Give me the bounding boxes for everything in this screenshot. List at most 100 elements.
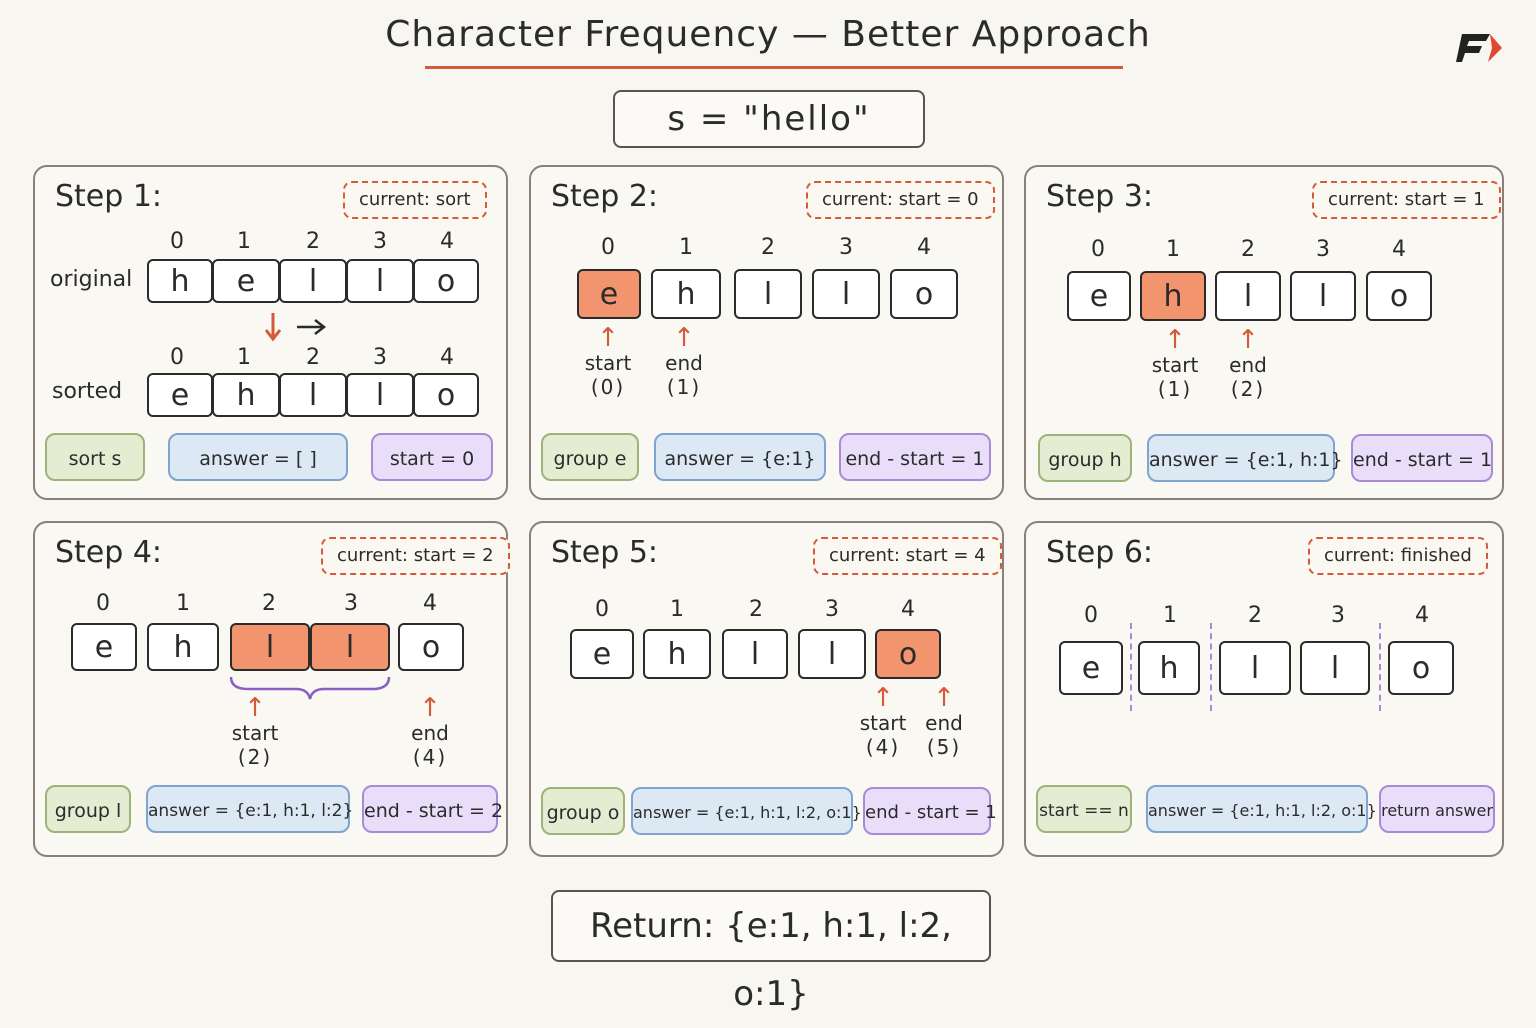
current-badge: current: start = 1 — [1312, 181, 1501, 219]
state-pill: end - start = 1 — [1351, 434, 1493, 482]
array-cell: l — [722, 629, 788, 679]
current-badge: current: start = 2 — [321, 537, 510, 575]
index-label: 2 — [306, 229, 320, 254]
state-pill: end - start = 1 — [863, 787, 997, 835]
array-cell: h — [147, 623, 219, 671]
index-label: 1 — [237, 229, 251, 254]
array-cell: o — [413, 259, 479, 303]
pointer-label: start — [231, 721, 279, 745]
index-label: 2 — [262, 591, 276, 616]
index-label: 4 — [1392, 237, 1406, 262]
step-3-panel: Step 3: current: start = 1 0 1 2 3 4 e h… — [1024, 165, 1504, 500]
start-pointer: ↑ start (2) — [232, 695, 279, 769]
index-label: 3 — [839, 235, 853, 260]
up-arrow-icon: ↑ — [673, 323, 695, 353]
end-pointer: ↑ end (2) — [1229, 327, 1267, 401]
up-arrow-icon: ↑ — [872, 683, 894, 713]
sorted-label: sorted — [52, 379, 123, 404]
array-cell: e — [1059, 641, 1123, 695]
group-divider — [1130, 623, 1132, 711]
action-pill: group l — [45, 785, 131, 833]
index-label: 2 — [761, 235, 775, 260]
array-cell: e — [71, 623, 137, 671]
up-arrow-icon: ↑ — [1237, 325, 1259, 355]
state-pill: return answer — [1379, 785, 1495, 833]
state-pill: start = 0 — [371, 433, 493, 481]
pointer-value: (2) — [1230, 377, 1266, 401]
result-box: Return: {e:1, h:1, l:2, o:1} — [551, 890, 991, 1014]
current-badge: current: start = 0 — [806, 181, 995, 219]
array-cell: l — [1300, 641, 1370, 695]
array-cell: l — [734, 269, 802, 319]
step-title: Step 2: — [551, 179, 659, 214]
array-cell: e — [570, 629, 634, 679]
brand-logo-icon — [1456, 34, 1502, 62]
index-label: 0 — [170, 345, 184, 370]
index-label: 1 — [176, 591, 190, 616]
array-cell: h — [212, 373, 280, 417]
group-divider — [1379, 623, 1381, 711]
array-cell: h — [147, 259, 213, 303]
step-title: Step 5: — [551, 535, 659, 570]
original-label: original — [50, 267, 133, 292]
array-cell: l — [279, 259, 347, 303]
index-label: 1 — [679, 235, 693, 260]
input-string-box: s = "hello" — [613, 90, 925, 148]
group-divider — [1210, 623, 1212, 711]
pointer-label: start — [584, 351, 632, 375]
array-cell: l — [346, 259, 414, 303]
pointer-value: (4) — [865, 735, 901, 759]
array-cell: o — [413, 373, 479, 417]
index-label: 1 — [237, 345, 251, 370]
array-cell: o — [890, 269, 958, 319]
answer-pill: answer = {e:1, h:1, l:2} — [146, 785, 353, 833]
index-label: 0 — [96, 591, 110, 616]
pointer-value: (1) — [1157, 377, 1193, 401]
answer-pill: answer = [ ] — [168, 433, 348, 481]
answer-pill: answer = {e:1, h:1, l:2, o:1} — [631, 787, 862, 835]
index-label: 4 — [440, 229, 454, 254]
pointer-label: start — [859, 711, 907, 735]
step-title: Step 4: — [55, 535, 163, 570]
state-pill: end - start = 2 — [362, 785, 503, 833]
title-underline — [425, 66, 1123, 69]
array-cell: o — [1366, 271, 1432, 321]
action-pill: group h — [1038, 434, 1132, 482]
pointer-value: (2) — [237, 745, 273, 769]
index-label: 3 — [373, 345, 387, 370]
index-label: 2 — [1241, 237, 1255, 262]
array-cell: e — [147, 373, 213, 417]
array-cell: e — [577, 269, 641, 319]
up-arrow-icon: ↑ — [933, 683, 955, 713]
down-arrow-icon — [264, 313, 282, 342]
answer-pill: answer = {e:1, h:1, l:2, o:1} — [1146, 785, 1377, 833]
start-pointer: ↑ start (0) — [585, 325, 632, 399]
up-arrow-icon: ↑ — [419, 693, 441, 723]
step-5-panel: Step 5: current: start = 4 0 1 2 3 4 e h… — [529, 521, 1004, 857]
answer-pill: answer = {e:1} — [654, 433, 826, 481]
array-cell: h — [643, 629, 711, 679]
index-label: 0 — [170, 229, 184, 254]
step-4-panel: Step 4: current: start = 2 0 1 2 3 4 e h… — [33, 521, 510, 857]
index-label: 3 — [1316, 237, 1330, 262]
pointer-label: end — [1229, 353, 1267, 377]
step-2-panel: Step 2: current: start = 0 0 1 2 3 4 e h… — [529, 165, 1004, 500]
array-cell: l — [346, 373, 414, 417]
step-6-panel: Step 6: current: finished 0 1 2 3 4 e h … — [1024, 521, 1504, 857]
brace-icon — [229, 676, 391, 700]
start-pointer: ↑ start (1) — [1152, 327, 1199, 401]
index-label: 4 — [440, 345, 454, 370]
pointer-label: end — [925, 711, 963, 735]
right-arrow-icon — [297, 319, 327, 335]
index-label: 2 — [749, 597, 763, 622]
array-cell: e — [212, 259, 280, 303]
index-label: 2 — [306, 345, 320, 370]
index-label: 4 — [423, 591, 437, 616]
step-title: Step 1: — [55, 179, 163, 214]
index-label: 3 — [825, 597, 839, 622]
action-pill: start == n — [1036, 785, 1132, 833]
pointer-value: (0) — [590, 375, 626, 399]
index-label: 3 — [1331, 603, 1345, 628]
current-badge: current: start = 4 — [813, 537, 1002, 575]
state-pill: end - start = 1 — [839, 433, 991, 481]
